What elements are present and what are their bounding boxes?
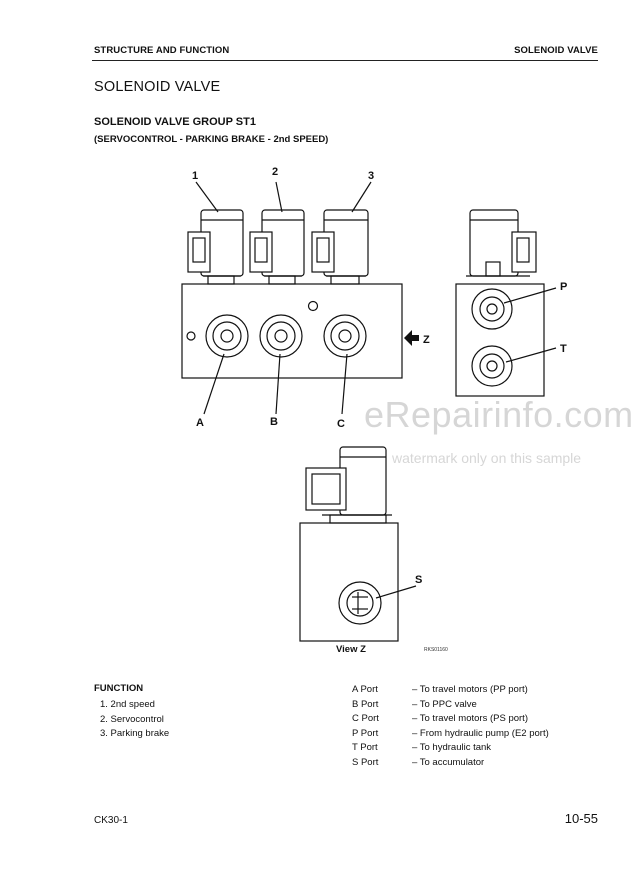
mount-hole xyxy=(186,331,196,341)
leader-line xyxy=(203,353,225,415)
section-subsubtitle: (SERVOCONTROL - PARKING BRAKE - 2nd SPEE… xyxy=(94,134,329,145)
function-heading: FUNCTION xyxy=(94,683,144,694)
valve-block-front xyxy=(181,283,403,379)
list-item: P Port – From hydraulic pump (E2 port) xyxy=(352,727,549,742)
list-item: B Port – To PPC valve xyxy=(352,698,549,713)
callout-label: C xyxy=(337,418,345,430)
callout-label: 3 xyxy=(368,170,374,182)
valve-block-view-z xyxy=(299,522,399,642)
leader-line xyxy=(503,287,557,304)
port-code: S Port xyxy=(352,756,379,768)
port-desc: – To travel motors (PS port) xyxy=(412,713,528,724)
callout-label: 2 xyxy=(272,166,278,178)
solenoid-coil-side xyxy=(466,209,537,277)
leader-line xyxy=(505,347,557,363)
view-arrow-icon xyxy=(404,330,419,346)
port-code: A Port xyxy=(352,684,378,695)
list-item: 3. Parking brake xyxy=(100,728,170,739)
port-p xyxy=(471,288,513,330)
leader-line xyxy=(195,181,219,213)
list-item: 2. Servocontrol xyxy=(100,713,164,725)
section-subtitle: SOLENOID VALVE GROUP ST1 xyxy=(94,116,256,128)
solenoid-coil-1 xyxy=(187,209,244,285)
port-desc: – To accumulator xyxy=(412,756,485,768)
port-b xyxy=(259,314,303,358)
page-title: SOLENOID VALVE xyxy=(94,79,221,95)
watermark-main: eRepairinfo.com xyxy=(364,394,634,435)
watermark-sub: watermark only on this sample xyxy=(392,450,582,466)
port-list: A Port – To travel motors (PP port) B Por… xyxy=(352,683,549,770)
port-s xyxy=(338,581,382,625)
callout-label: P xyxy=(560,281,567,293)
header-section-title: STRUCTURE AND FUNCTION xyxy=(94,45,230,56)
callout-label: S xyxy=(415,574,422,586)
leader-line xyxy=(351,181,372,213)
port-code: B Port xyxy=(352,698,379,710)
mount-hole xyxy=(307,300,319,312)
list-item: S Port – To accumulator xyxy=(352,756,549,771)
callout-label: A xyxy=(196,417,204,429)
port-code: C Port xyxy=(352,713,379,724)
page-number: 10-55 xyxy=(564,811,598,826)
port-code: T Port xyxy=(352,742,378,753)
solenoid-coil-2 xyxy=(249,209,305,285)
function-list: 1. 2nd speed 2. Servocontrol 3. Parking … xyxy=(100,698,169,742)
port-c xyxy=(323,314,367,358)
list-item: T Port – To hydraulic tank xyxy=(352,741,549,756)
valve-block-side xyxy=(455,283,545,397)
callout-label: 1 xyxy=(192,170,198,182)
figure-code: RKS01160 xyxy=(424,647,448,653)
solenoid-coil-3 xyxy=(311,209,369,285)
port-desc: – To PPC valve xyxy=(412,698,477,710)
arrow-label: Z xyxy=(423,334,430,346)
view-caption: View Z xyxy=(336,644,366,655)
list-item: 1. 2nd speed xyxy=(100,699,155,710)
header-topic-title: SOLENOID VALVE xyxy=(514,45,598,56)
callout-label: T xyxy=(560,343,567,355)
leader-line xyxy=(275,181,283,213)
port-desc: – To travel motors (PP port) xyxy=(412,684,528,695)
port-desc: – To hydraulic tank xyxy=(412,742,492,753)
port-desc: – From hydraulic pump (E2 port) xyxy=(412,727,549,739)
footer-model: CK30-1 xyxy=(94,815,128,826)
port-a xyxy=(205,314,249,358)
list-item: C Port – To travel motors (PS port) xyxy=(352,712,549,727)
leader-line xyxy=(275,353,281,415)
callout-label: B xyxy=(270,416,278,428)
leader-line xyxy=(341,353,348,415)
port-t xyxy=(471,345,513,387)
solenoid-coil-view-z xyxy=(305,446,392,524)
header-rule xyxy=(92,60,598,61)
leader-line xyxy=(375,585,417,599)
list-item: A Port – To travel motors (PP port) xyxy=(352,683,549,698)
port-code: P Port xyxy=(352,727,379,739)
